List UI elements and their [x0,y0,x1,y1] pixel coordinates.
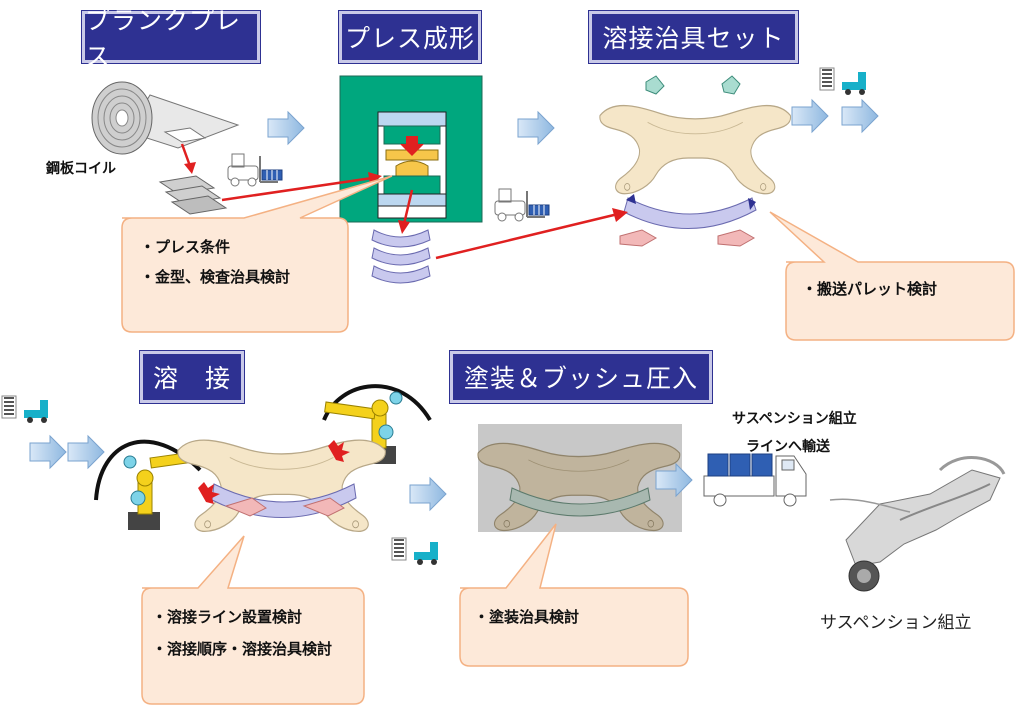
forklift-icon-2 [494,188,550,222]
note-paint-bubble [459,523,689,667]
note-pallet-item-1: ・搬送パレット検討 [802,280,938,298]
note-welding-bubble [141,535,365,705]
subframe-jig-icon [599,75,792,247]
steel-coil-icon [91,81,240,155]
suspension-assembly-icon [829,456,1006,592]
flow-arrow [791,99,829,133]
delivery-truck-icon [703,453,807,507]
step-title-jig-set: 溶接治具セット [589,11,798,63]
flow-arrow [409,477,447,511]
step-title-welding: 溶 接 [140,351,244,403]
pallet-truck-icon-3 [391,537,439,566]
press-machine-icon [339,75,483,223]
welding-robot-right-icon [322,384,432,464]
painted-subframe-icon [477,424,682,532]
note-welding-item-2: ・溶接順序・溶接治具検討 [152,640,333,658]
suspension-assembly-label: サスペンション組立 [820,613,972,633]
blank-sheets-icon [158,175,228,215]
note-pallet-bubble [769,211,1015,341]
welding-subframe-icon [177,439,387,533]
note-press-item-1: ・プレス条件 [140,238,231,256]
flow-arrow [517,111,555,145]
note-press-bubble [121,175,393,333]
transport-label-line2: ラインへ輸送 [746,439,830,455]
flow-arrow [29,435,67,469]
formed-parts-icon [371,229,431,284]
flow-arrow [67,435,105,469]
step-title-blank-press: ブランクプレス [82,6,260,71]
flow-arrow [267,111,305,145]
forklift-icon [227,153,283,187]
steel-coil-label: 鋼板コイル [46,161,116,177]
transport-label-line1: サスペンション組立 [732,411,857,427]
red-transfer-arrows [180,143,628,260]
flow-arrow [841,99,879,133]
step-title-paint-bush: 塗装＆ブッシュ圧入 [450,351,712,403]
pallet-truck-icon-2 [1,395,49,424]
note-welding-item-1: ・溶接ライン設置検討 [152,608,303,626]
pallet-truck-icon [819,67,867,96]
step-title-press-forming: プレス成形 [339,11,481,63]
note-paint-item-1: ・塗装治具検討 [474,608,580,626]
note-press-item-2: ・金型、検査治具検討 [140,268,291,286]
